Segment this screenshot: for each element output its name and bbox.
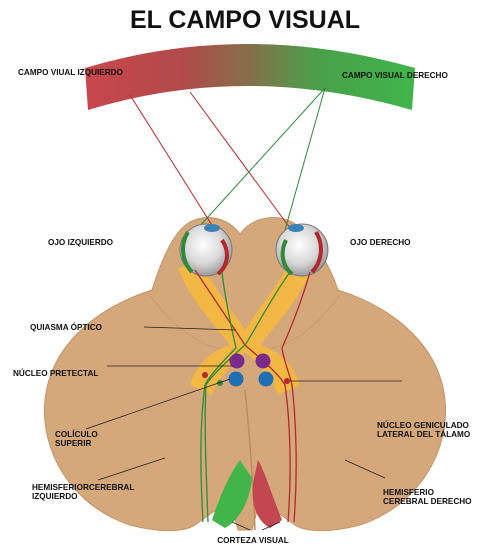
visual-field-arc xyxy=(85,44,415,110)
right-eye xyxy=(275,223,329,277)
label-left-eye: OJO IZQUIERDO xyxy=(48,238,114,247)
visual-cortex-left xyxy=(212,460,252,528)
superior-colliculus-right xyxy=(258,371,274,387)
pretectal-nucleus-right xyxy=(255,353,271,369)
lgn-marker-left xyxy=(202,372,208,378)
longitudinal-fissure xyxy=(244,389,256,531)
label-right-visual-field: CAMPO VISUAL DERECHO xyxy=(342,71,448,80)
brain-inner-contour-left xyxy=(149,294,226,351)
label-left-visual-field: CAMPO VIUAL IZQUIERDO xyxy=(18,68,124,77)
superior-colliculus-left xyxy=(228,371,244,387)
label-right-eye: OJO DERECHO xyxy=(350,238,411,247)
label-colliculus-1: COLÍCULO xyxy=(55,429,98,439)
leader-lines xyxy=(85,326,402,531)
lgn-marker-left-2 xyxy=(217,380,223,386)
light-rays xyxy=(129,87,326,231)
label-left-hemisphere-1: HEMISFERIORCEREBRAL xyxy=(32,483,134,492)
left-eye xyxy=(179,223,233,277)
pretectal-nucleus-left xyxy=(229,353,245,369)
label-lgn-2: LATERAL DEL TÁLAMO xyxy=(377,429,471,439)
brain-inner-contour-right xyxy=(264,294,341,351)
label-colliculus-2: SUPERIR xyxy=(55,439,91,448)
lgn-marker-right xyxy=(284,378,290,384)
label-pretectal-nucleus: NÚCLEO PRETECTAL xyxy=(13,367,98,378)
page-title: EL CAMPO VISUAL xyxy=(130,6,360,34)
visual-cortex-right xyxy=(252,460,282,528)
label-right-hemisphere-2: CEREBRAL DERECHO xyxy=(383,497,472,506)
label-right-hemisphere-1: HEMISFERIO xyxy=(383,488,435,497)
label-lgn-1: NÚCLEO GENICULADO xyxy=(377,419,470,430)
neural-pathways xyxy=(194,269,311,523)
label-optic-chiasm: QUIASMA ÓPTICO xyxy=(30,321,103,332)
label-left-hemisphere-2: IZQUIERDO xyxy=(32,492,78,501)
label-visual-cortex: CORTEZA VISUAL xyxy=(217,536,289,545)
